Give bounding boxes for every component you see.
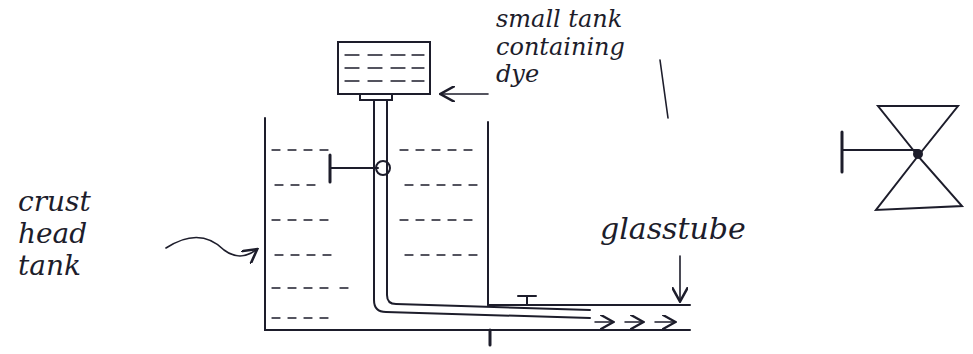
glass-tube (488, 304, 690, 306)
head-tank-wall (265, 118, 490, 330)
tube-valve-mark (518, 296, 536, 305)
head-tank-label: crust head tank (18, 186, 136, 283)
leader-line (166, 237, 256, 256)
glass-tube-label: glasstube (600, 212, 800, 247)
leader-line (679, 256, 681, 300)
outlet-valve (878, 106, 958, 156)
dye-tube (387, 100, 590, 310)
leader-line (442, 93, 488, 95)
dye-tube (374, 100, 590, 318)
outlet-valve (842, 149, 918, 151)
dye-valve (330, 167, 378, 169)
head-tank-wall (487, 122, 489, 305)
glass-tube (490, 329, 690, 331)
dye-tank-label: small tank containing dye (496, 6, 656, 89)
dye-tank (338, 42, 430, 94)
